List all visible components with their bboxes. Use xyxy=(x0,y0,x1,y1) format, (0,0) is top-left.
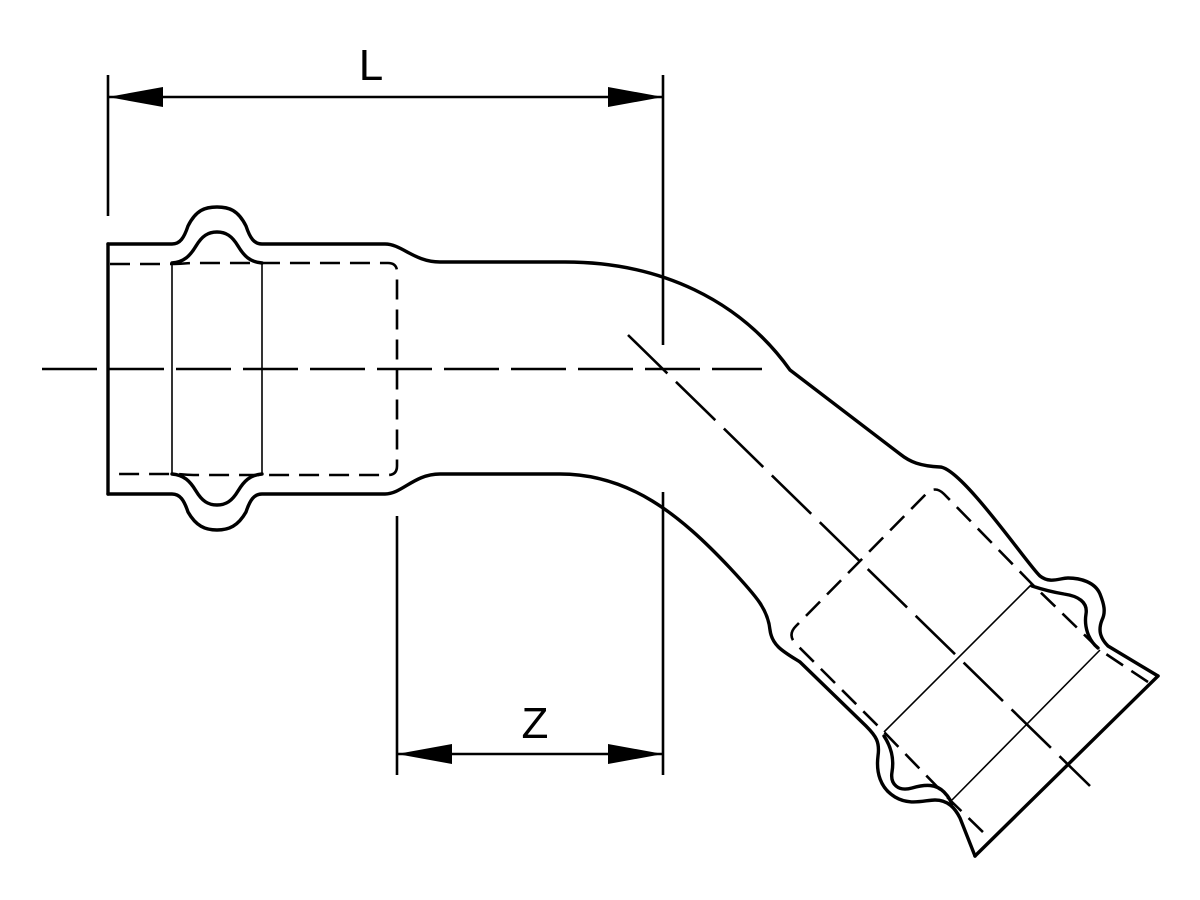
hidden-lines xyxy=(110,261,1149,835)
left-bead-inner-upper xyxy=(170,230,264,265)
centerlines xyxy=(42,334,1091,787)
L-label: L xyxy=(359,41,383,90)
L-arrow-left xyxy=(108,87,163,107)
left-bead-inner-lower xyxy=(170,472,264,507)
right-bead-line-1 xyxy=(883,583,1033,733)
left-socket-bore xyxy=(110,261,399,477)
right-bead-inner-lower xyxy=(882,734,954,806)
Z-arrow-right xyxy=(608,744,663,764)
upper-outer-contour xyxy=(106,205,1160,678)
Z-label: Z xyxy=(522,699,549,748)
L-arrow-right xyxy=(608,87,663,107)
fitting-outline xyxy=(106,205,1160,858)
Z-arrow-left xyxy=(397,744,452,764)
right-socket-bore xyxy=(790,488,1149,835)
dimension-L: L xyxy=(106,41,665,345)
right-bead-inner-upper xyxy=(1030,584,1100,650)
lower-outer-contour xyxy=(106,472,977,858)
dimension-Z: Z xyxy=(395,492,665,775)
angled-centerline xyxy=(627,334,1091,787)
right-end-face xyxy=(973,674,1160,858)
